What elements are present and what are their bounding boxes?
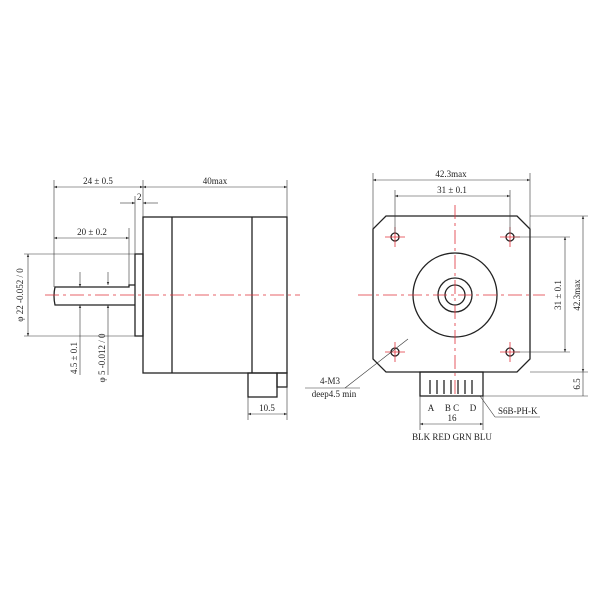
pin-bc: B C [445, 403, 459, 413]
dim-width: 42.3max [435, 169, 467, 179]
front-face [372, 215, 531, 373]
connector-part: S6B-PH-K [498, 406, 538, 416]
connector-front [419, 371, 484, 397]
hole-note-line1: 4-M3 [320, 376, 340, 386]
dim-shaft-dia: φ 5 -0.012 / 0 [97, 333, 107, 382]
dim-flat-length: 20 ± 0.2 [77, 227, 107, 237]
dim-connector: 10.5 [259, 403, 275, 413]
dim-shaft-length: 24 ± 0.5 [83, 176, 113, 186]
dim-connector-width: 16 [448, 413, 458, 423]
side-view: 24 ± 0.5 40max 2 20 ± 0.2 φ 22 -0.052 / … [15, 176, 300, 420]
shaft [53, 284, 135, 306]
dim-height: 42.3max [572, 279, 582, 311]
dim-body-length: 40max [203, 176, 228, 186]
dim-flange-dia: φ 22 -0.052 / 0 [15, 268, 25, 322]
dim-hole-spacing-h: 31 ± 0.1 [437, 185, 467, 195]
dim-connector-height: 6.5 [572, 378, 582, 390]
connector-side [247, 372, 278, 398]
wire-colors: BLK RED GRN BLU [412, 432, 492, 442]
pin-a: A [428, 403, 435, 413]
flange [134, 253, 144, 337]
dim-hole-spacing-v: 31 ± 0.1 [553, 280, 563, 310]
front-view: 42.3max 31 ± 0.1 31 ± 0.1 42.3max 6.5 4-… [305, 169, 588, 442]
pin-d: D [470, 403, 477, 413]
dim-flat: 4.5 ± 0.1 [69, 342, 79, 374]
hole-note-line2: deep4.5 min [312, 389, 357, 399]
dim-flange: 2 [137, 192, 142, 202]
